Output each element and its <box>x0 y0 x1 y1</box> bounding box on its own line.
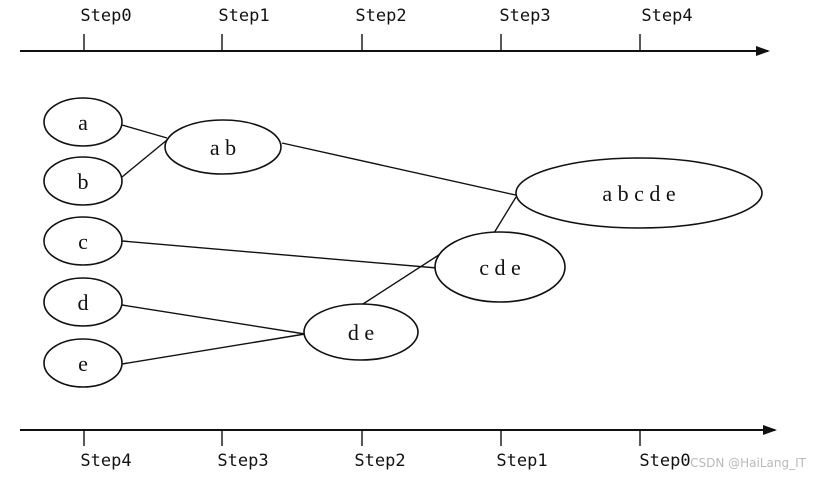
node-d: d <box>43 277 123 327</box>
node-ab-ellipse <box>164 119 282 175</box>
node-cde-label: c d e <box>479 255 521 280</box>
node-b-ellipse <box>43 156 123 206</box>
node-de-label: d e <box>348 320 374 345</box>
node-abcde-label: a b c d e <box>602 181 675 206</box>
node-c-label: c <box>78 229 88 254</box>
top-tick-label-step0: Step0 <box>80 6 131 26</box>
node-a-label: a <box>78 110 88 135</box>
edge-ab-abcde <box>281 142 521 197</box>
edge-b-ab <box>121 139 168 178</box>
bottom-tick-label-step3: Step3 <box>217 451 268 471</box>
edge-e-de <box>121 333 306 365</box>
node-ab-label: a b <box>210 135 236 160</box>
bottom-tick-label-step4: Step4 <box>80 451 131 471</box>
node-b: b <box>43 156 123 206</box>
edge-a-ab <box>121 124 168 139</box>
node-ab: a b <box>164 119 282 175</box>
edge-cde-abcde <box>493 196 517 234</box>
edge-de-cde <box>362 248 449 305</box>
bottom-axis: Step4 Step3 Step2 Step1 Step0 <box>20 425 777 471</box>
top-tick-label-step3: Step3 <box>499 6 550 26</box>
node-de: d e <box>303 303 419 361</box>
bottom-tick-label-step2: Step2 <box>354 451 405 471</box>
edges <box>121 124 521 365</box>
top-axis: Step0 Step1 Step2 Step3 Step4 <box>20 6 770 56</box>
bottom-tick-label-step0: Step0 <box>639 451 690 471</box>
node-b-label: b <box>78 169 89 194</box>
node-e: e <box>43 338 123 388</box>
node-cde: c d e <box>434 231 566 303</box>
edge-c-cde <box>121 240 438 269</box>
node-de-ellipse <box>303 303 419 361</box>
bottom-tick-label-step1: Step1 <box>496 451 547 471</box>
node-a-ellipse <box>43 97 123 147</box>
node-e-label: e <box>78 351 88 376</box>
node-e-ellipse <box>43 338 123 388</box>
top-tick-label-step1: Step1 <box>218 6 269 26</box>
node-d-label: d <box>78 290 89 315</box>
edge-d-de <box>121 304 306 335</box>
node-abcde-ellipse <box>515 157 763 229</box>
node-d-ellipse <box>43 277 123 327</box>
node-cde-ellipse <box>434 231 566 303</box>
node-a: a <box>43 97 123 147</box>
top-tick-label-step2: Step2 <box>355 6 406 26</box>
watermark: CSDN @HaiLang_IT <box>690 456 806 470</box>
top-tick-label-step4: Step4 <box>641 6 692 26</box>
node-c: c <box>43 216 123 266</box>
node-c-ellipse <box>43 216 123 266</box>
node-abcde: a b c d e <box>515 157 763 229</box>
